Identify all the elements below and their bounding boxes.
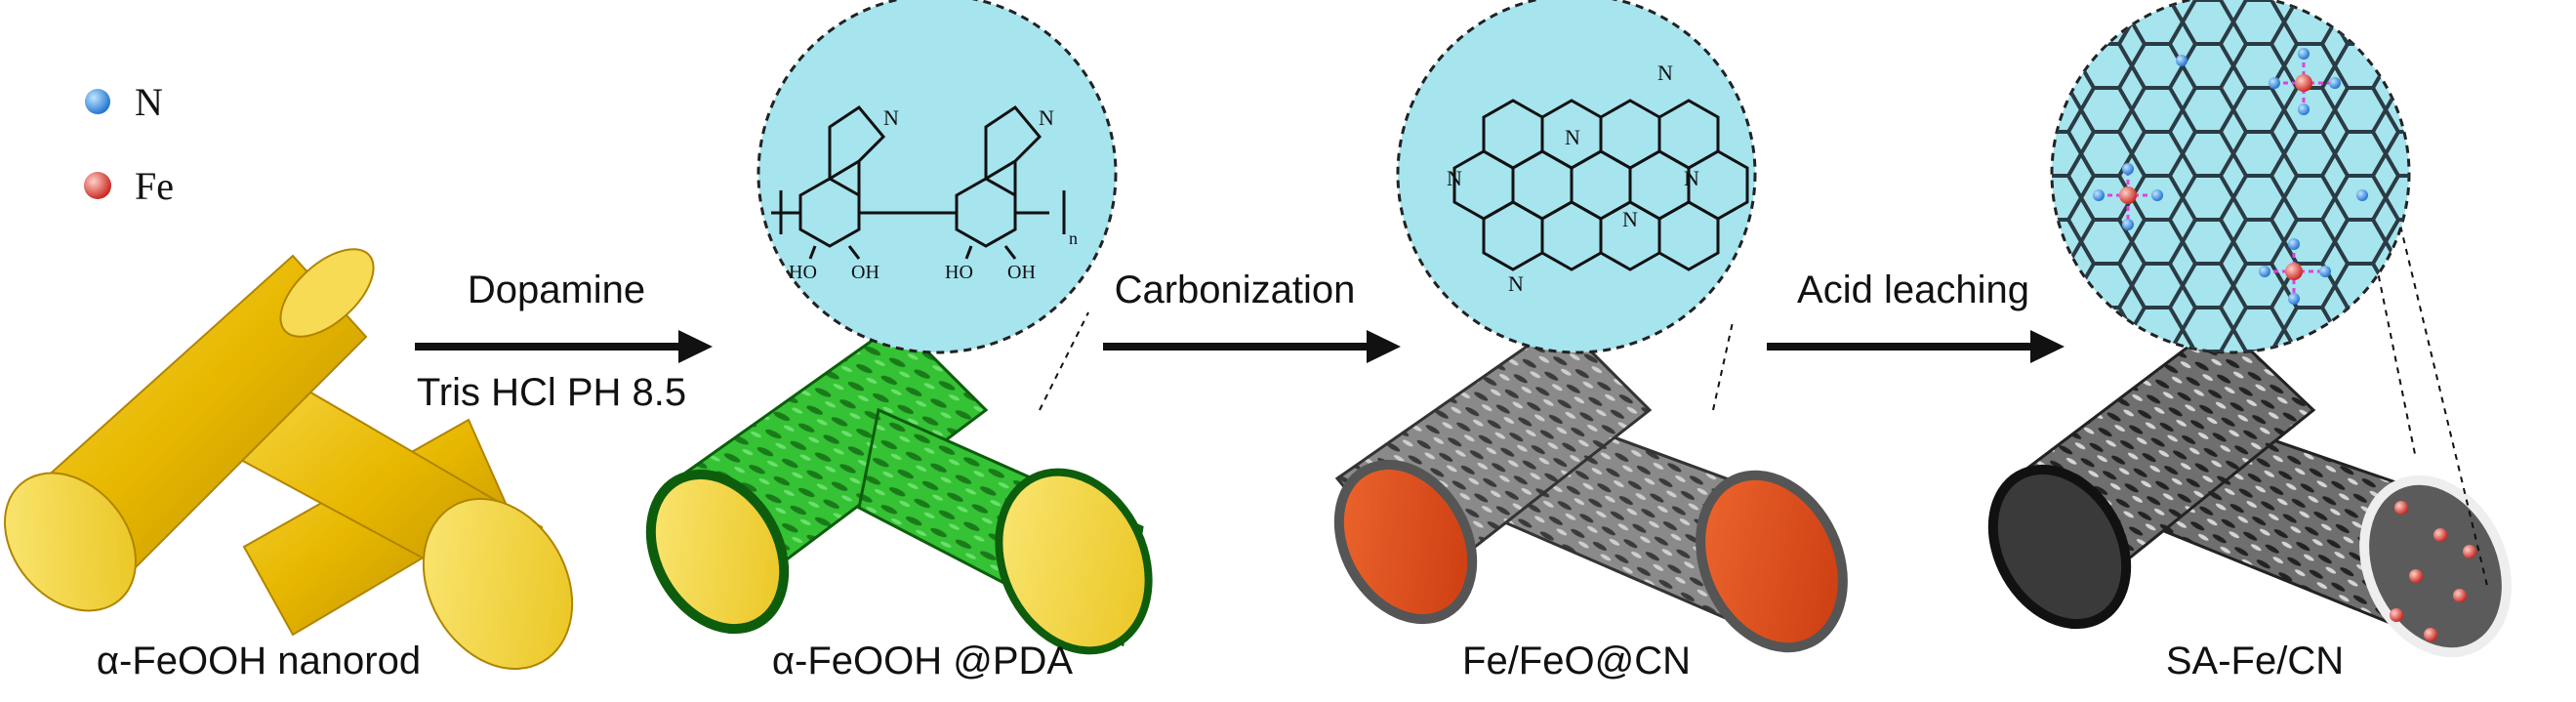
legend: N Fe [84, 80, 174, 208]
pda-oh-label-2: OH [851, 262, 879, 283]
iron-atom-icon [84, 172, 111, 199]
graphene-lattice [2052, 0, 2409, 352]
pda-core-left [645, 469, 790, 635]
pda-n-label-left: N [883, 105, 899, 130]
step-label-dopamine: Dopamine [468, 268, 645, 311]
step-condition-tris: Tris HCl PH 8.5 [417, 371, 686, 414]
step-acid-leaching: Acid leaching [1767, 268, 2065, 363]
pda-n-subscript: n [1069, 228, 1078, 248]
stage-label-feooh-pda: α-FeOOH @PDA [772, 640, 1074, 682]
safe-hollow-left [1987, 464, 2132, 630]
step-dopamine: Dopamine Tris HCl PH 8.5 [415, 268, 713, 414]
n-dopant-atoms [2093, 48, 2368, 305]
stage-label-sa-fe-cn: SA-Fe/CN [2166, 640, 2344, 682]
zoom-circle-pda [756, 0, 1118, 354]
step-label-carbonization: Carbonization [1115, 268, 1356, 311]
arrow-head-icon [1367, 330, 1401, 363]
nitrogen-atom-icon [85, 89, 110, 114]
arrow-head-icon [2030, 330, 2065, 363]
nanorod-end-cap [422, 497, 574, 671]
zoom-line [1039, 311, 1089, 411]
cn-n-label-6: N [1508, 271, 1524, 296]
legend-label-n: N [135, 80, 163, 124]
stage-label-feooh-nanorod: α-FeOOH nanorod [97, 640, 421, 682]
cn-n-label-5: N [1622, 207, 1638, 231]
step-label-acid-leaching: Acid leaching [1797, 268, 2029, 311]
fe-n4-sites [2099, 54, 2333, 298]
zoom-line [1712, 321, 1734, 411]
nitrogen-doped-carbon-structure [1452, 99, 1749, 271]
nanorod-top-cap [279, 248, 375, 338]
pda-oh-label-4: OH [1007, 262, 1036, 283]
pda-core-right [995, 468, 1153, 655]
fe-single-atoms [2390, 501, 2476, 641]
nanorod-front-cap [4, 472, 137, 612]
cn-core-left [1333, 459, 1478, 625]
stage-label-fe-feo-cn: Fe/FeO@CN [1462, 640, 1691, 682]
stage-feooh-nanorod [4, 248, 574, 671]
pda-oh-label-1: HO [789, 262, 817, 283]
cn-n-label-4: N [1684, 166, 1699, 190]
cn-n-label-1: N [1657, 61, 1673, 85]
stage-feooh-pda: N N HO OH HO OH n [645, 0, 1153, 655]
cn-core-right [1696, 470, 1848, 653]
zoom-circle-cn [1396, 0, 1757, 354]
pda-oh-label-3: HO [945, 262, 973, 283]
legend-label-fe: Fe [135, 164, 174, 208]
cn-n-label-3: N [1565, 125, 1580, 149]
zoom-line [2361, 194, 2417, 460]
stage-sa-fe-cn [1987, 0, 2512, 658]
stage-fe-feo-cn: N N N N N N [1333, 0, 1848, 653]
arrow-head-icon [678, 330, 713, 363]
pda-n-label-right: N [1039, 105, 1054, 130]
pda-molecule [771, 105, 1066, 260]
step-carbonization: Carbonization [1103, 268, 1401, 363]
cn-n-label-2: N [1447, 166, 1462, 190]
